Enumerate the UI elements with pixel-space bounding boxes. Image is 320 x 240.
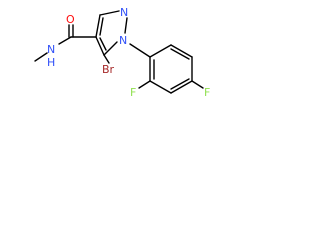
- bond-ph-c6-c1: [149, 44, 172, 58]
- bond-n-methyl: [34, 52, 48, 62]
- bond-c5-c4: [95, 36, 105, 56]
- bond-amide-c-n: [58, 36, 72, 45]
- atom-label-fluorine-para: F: [204, 86, 210, 99]
- atom-label-ring-nitrogen-2: N: [120, 6, 128, 19]
- atom-label-amide-hydrogen: H: [47, 56, 55, 69]
- bond-ph-f-ortho: [138, 80, 151, 89]
- atom-label-ring-nitrogen-1: N: [119, 34, 127, 47]
- bond-c4-c3: [95, 14, 101, 38]
- bond-c5-c4-inner: [99, 37, 107, 51]
- atom-label-oxygen: O: [66, 13, 75, 26]
- bond-c3-n2: [99, 10, 120, 16]
- chemical-structure: O N H N N Br F F: [34, 6, 210, 99]
- bond-ph-c2-c3: [149, 80, 172, 94]
- bond-n2-n1: [124, 17, 128, 34]
- atom-label-amide-nitrogen: N: [47, 43, 55, 56]
- atom-label-fluorine-ortho: F: [130, 86, 136, 99]
- bond-ph-f-para: [191, 80, 204, 89]
- bond-ph-c3-c4: [170, 80, 193, 94]
- bond-ph-c3-c4-inner: [170, 78, 190, 90]
- bond-c5-br: [103, 54, 110, 64]
- bond-n1-phenyl: [129, 43, 151, 58]
- atom-label-bromine: Br: [102, 63, 115, 76]
- bond-n1-c5: [103, 41, 118, 56]
- bond-ph-c5-c6: [170, 44, 193, 58]
- bond-ph-c5-c6-inner: [170, 48, 190, 60]
- bond-c4-c3-inner: [99, 17, 104, 36]
